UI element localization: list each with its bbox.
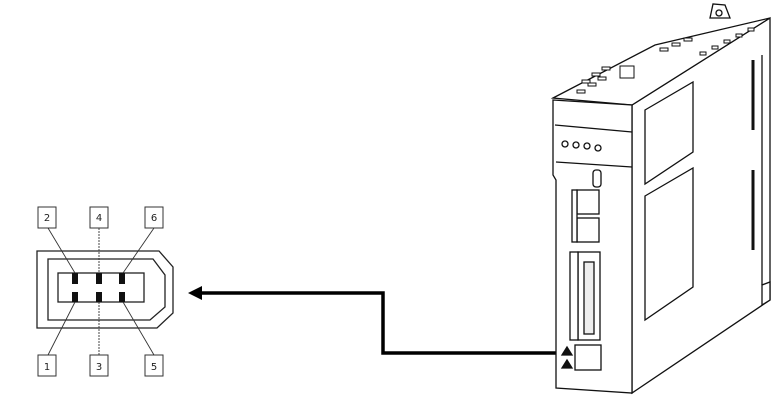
- servo-drive: [550, 3, 771, 395]
- pins: [72, 273, 125, 302]
- pin-3: [96, 292, 102, 302]
- pin-label-4: 4: [96, 213, 102, 224]
- pin-label-3: 3: [96, 362, 102, 373]
- drive-top-panel: [550, 17, 771, 106]
- connector-outer-shell: [36, 250, 174, 329]
- pointer-arrow: [188, 286, 562, 355]
- connector-pinout: [36, 250, 174, 329]
- arrowhead-icon: [188, 286, 202, 300]
- pin-4: [96, 273, 102, 284]
- label-box-6: [144, 206, 164, 229]
- pin-2: [72, 273, 78, 284]
- label-box-5: [144, 354, 164, 377]
- pin-5: [119, 292, 125, 302]
- label-box-3: [89, 354, 109, 377]
- label-box-1: [37, 354, 57, 377]
- pin-labels: [37, 206, 164, 377]
- leader-lines: [47, 227, 155, 356]
- label-box-2: [37, 206, 57, 229]
- pin-label-1: 1: [44, 362, 50, 373]
- pin-label-2: 2: [44, 213, 50, 224]
- label-box-4: [89, 206, 109, 229]
- pin-6: [119, 273, 125, 284]
- pin-label-6: 6: [151, 213, 157, 224]
- pin-1: [72, 292, 78, 302]
- pin-label-5: 5: [151, 362, 157, 373]
- connector-inner-shell: [47, 258, 166, 321]
